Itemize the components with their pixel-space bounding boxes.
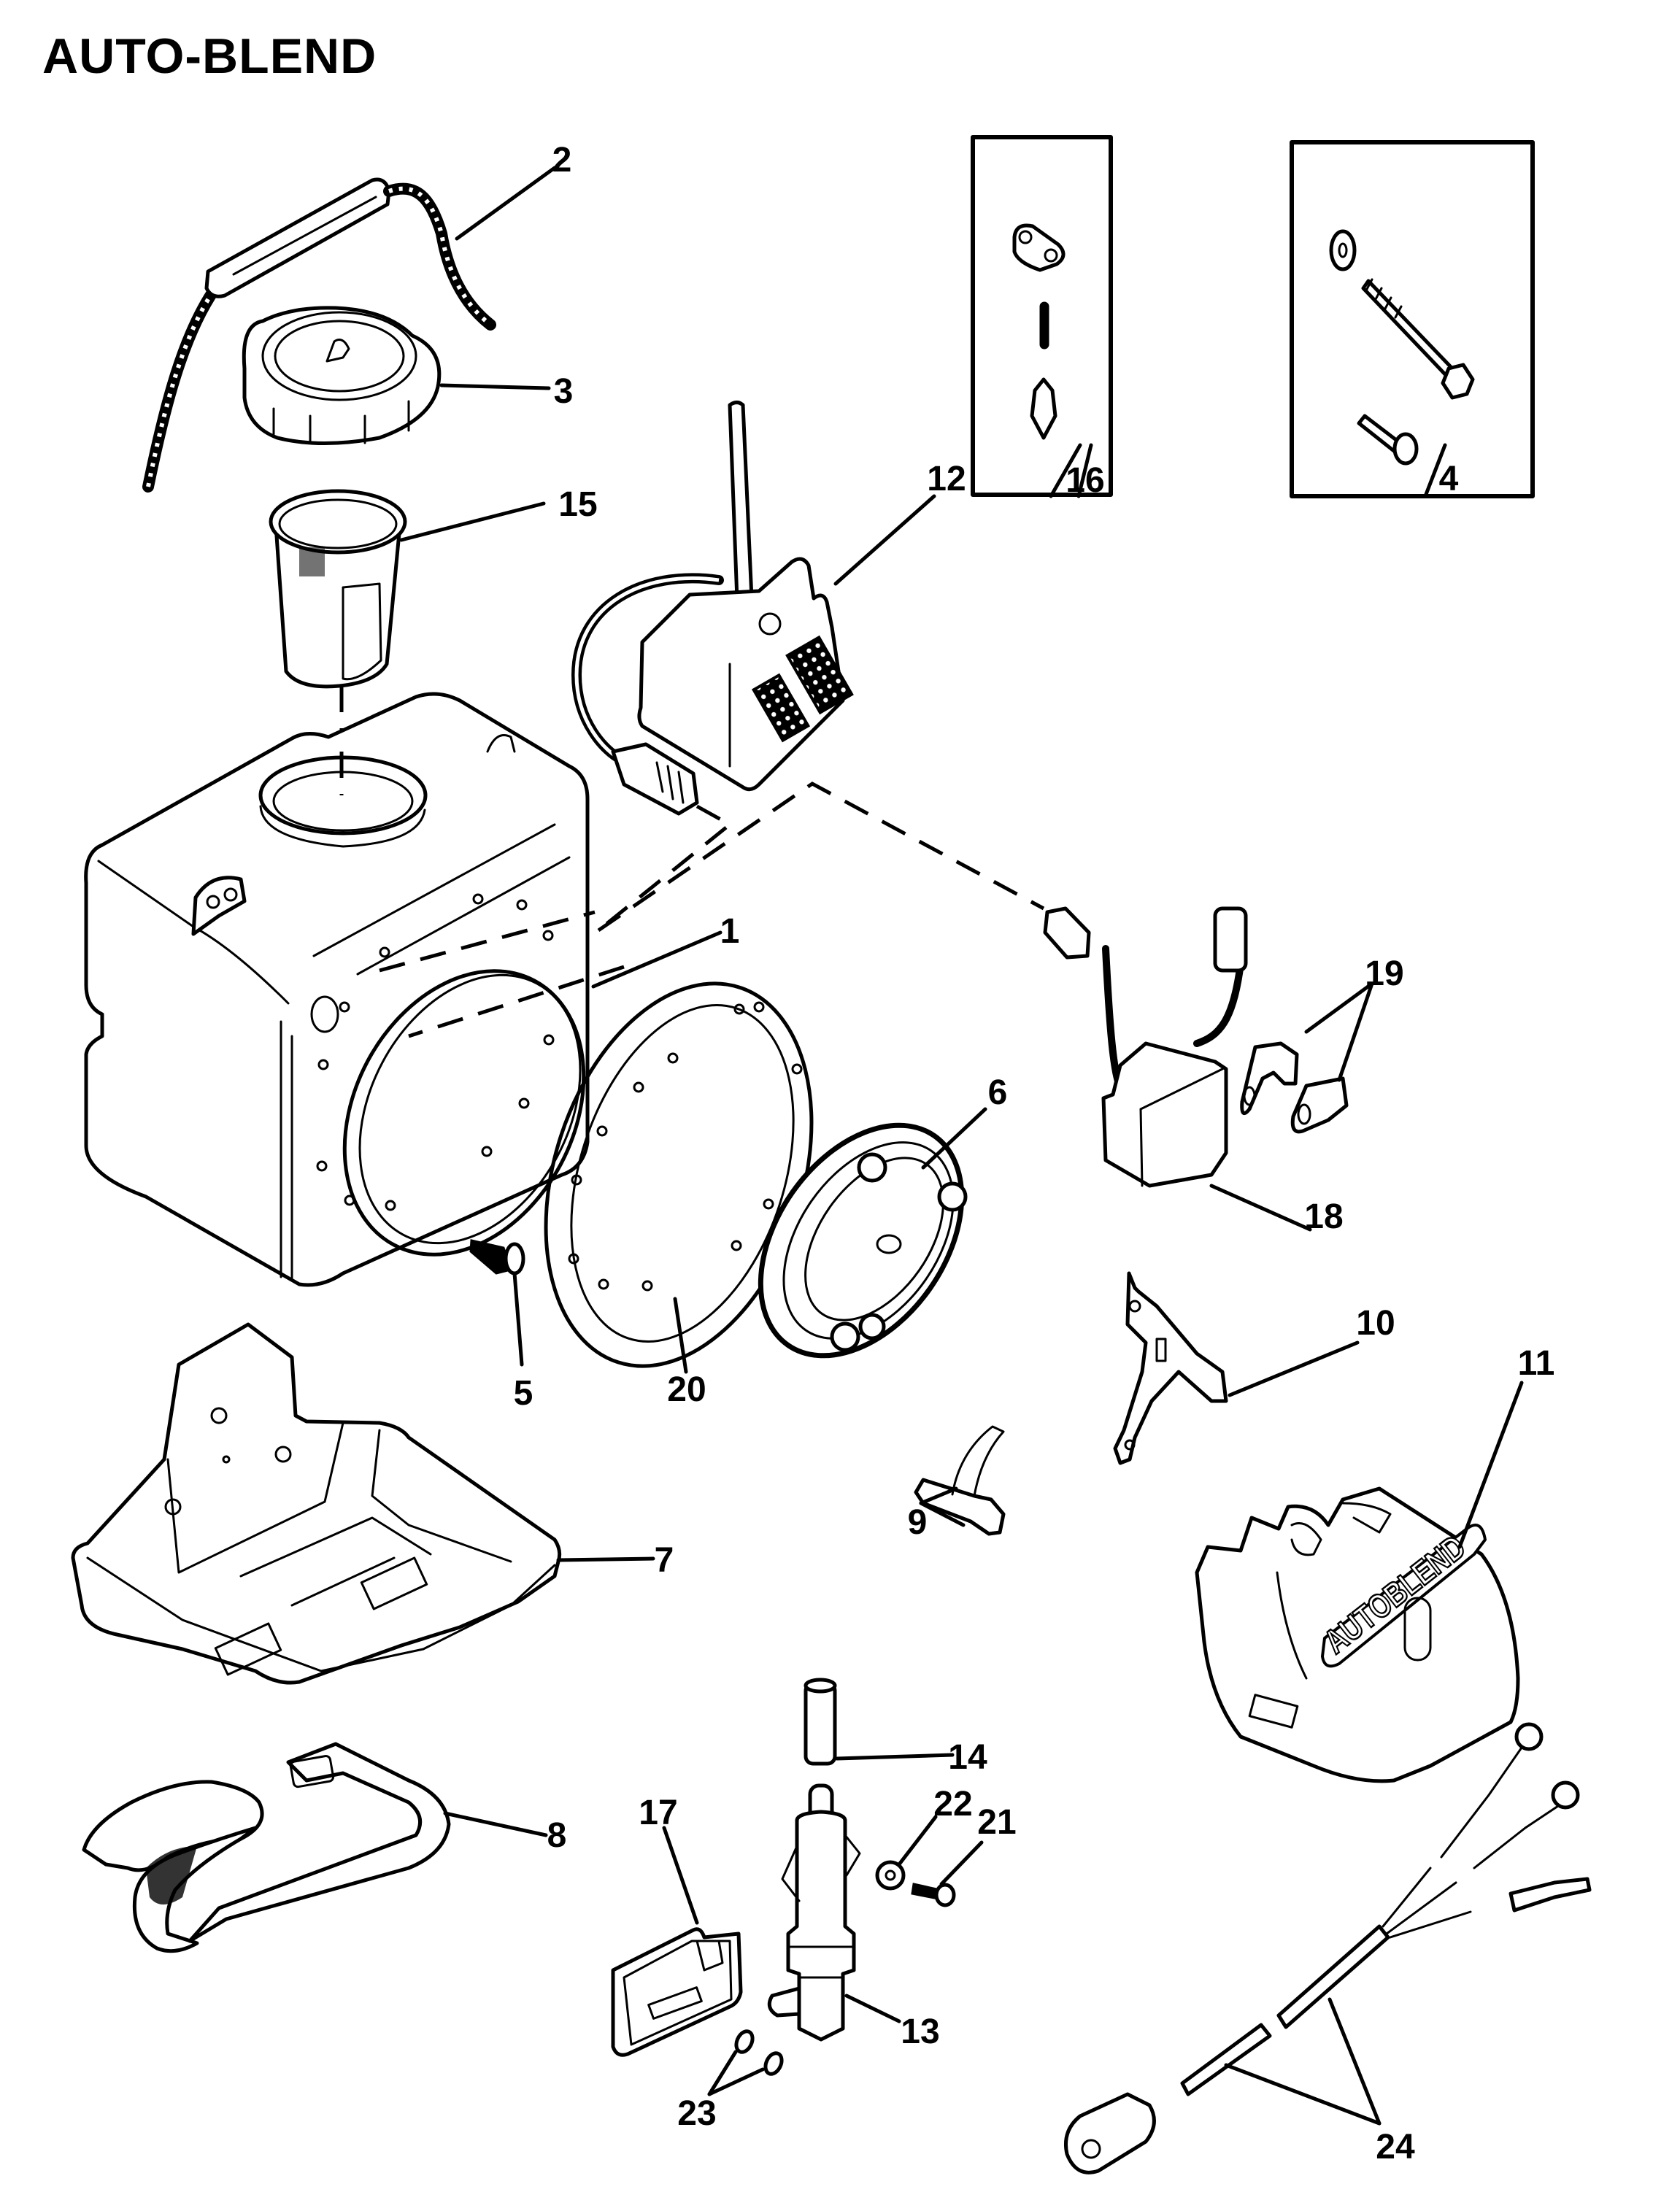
- callout-14: 14: [948, 1738, 987, 1777]
- callout-20: 20: [667, 1370, 706, 1409]
- callout-17: 17: [639, 1794, 677, 1832]
- callout-2: 2: [552, 141, 572, 180]
- leader-lines: [399, 166, 1524, 2126]
- callout-8: 8: [547, 1816, 567, 1855]
- cap-strap-part: [142, 177, 496, 493]
- callout-19: 19: [1365, 954, 1403, 993]
- callout-16: 16: [1066, 461, 1104, 500]
- callout-11: 11: [1518, 1344, 1555, 1383]
- screw-5-part: [469, 1239, 525, 1276]
- callout-7: 7: [655, 1541, 674, 1580]
- warning-module-part: [1043, 906, 1248, 1188]
- wire-routing-dashes: [379, 782, 1045, 1038]
- callout-5: 5: [514, 1374, 533, 1413]
- screw-21-part: [911, 1883, 956, 1907]
- hardware-kit-16: [971, 135, 1113, 498]
- callout-21: 21: [977, 1803, 1016, 1842]
- callout-22: 22: [933, 1785, 972, 1824]
- fill-cap-part: [242, 306, 442, 445]
- callout-23: 23: [677, 2094, 716, 2133]
- callout-12: 12: [927, 460, 966, 498]
- hold-down-strap-part: [82, 1742, 451, 1953]
- tank-tray-part: [71, 1322, 562, 1685]
- diagram-title: AUTO-BLEND: [42, 28, 377, 84]
- o-rings-part: [734, 2029, 784, 2076]
- washer-22-part: [875, 1860, 906, 1891]
- terminal-brackets-part: [1240, 1041, 1349, 1134]
- hardware-kit-4: [1290, 140, 1535, 498]
- tank-bolt-holes: [316, 893, 555, 1211]
- callout-9: 9: [908, 1503, 928, 1542]
- oil-tank-part: [84, 692, 590, 1287]
- callout-labels: 2 3 15 12 16 4 1 19 18 6 10 11 5 20 9 7 …: [514, 141, 1555, 2166]
- diaphragm-part: [758, 1122, 968, 1359]
- hose-part: [804, 1678, 837, 1766]
- callout-15: 15: [558, 485, 597, 524]
- cover-part: AUTOBLEND: [1195, 1486, 1520, 1783]
- bracket-part: [1113, 1271, 1228, 1465]
- callout-6: 6: [988, 1073, 1008, 1112]
- callout-3: 3: [554, 372, 574, 411]
- oil-level-sensor-part: [571, 401, 854, 816]
- callout-13: 13: [901, 2012, 939, 2051]
- callout-24: 24: [1376, 2128, 1415, 2166]
- callout-18: 18: [1304, 1197, 1343, 1236]
- valve-assembly-part: [767, 1783, 861, 2042]
- wiring-harness-part: [1064, 1722, 1592, 2174]
- callout-10: 10: [1356, 1304, 1395, 1343]
- filter-screen-part: [269, 489, 407, 752]
- callout-1: 1: [720, 912, 740, 951]
- clip-part: [914, 1425, 1006, 1536]
- gasket-plate-part: [611, 1927, 743, 2057]
- gasket-bolt-holes: [568, 1001, 803, 1292]
- callout-4: 4: [1439, 460, 1459, 498]
